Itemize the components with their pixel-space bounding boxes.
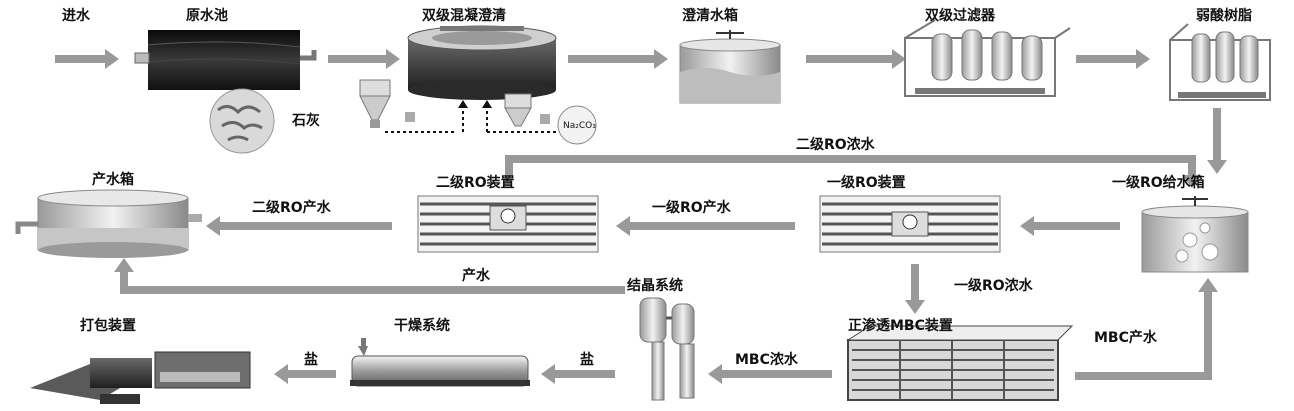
label-filter: 双级过滤器 [925, 8, 995, 24]
label-packaging: 打包装置 [80, 318, 136, 334]
raw-pool-image [134, 30, 317, 90]
label-fo-mbc: 正渗透MBC装置 [848, 318, 953, 334]
arrow-resin-to-feed-tank [1207, 108, 1227, 174]
coagulation-clarifier-image [407, 25, 557, 100]
arrow-feed-tank-to-ro1 [1020, 216, 1120, 236]
drying-system-image [350, 338, 530, 387]
packaging-device-image [30, 351, 251, 404]
label-mbc-product: MBC产水 [1094, 330, 1157, 346]
crystallization-image [639, 297, 695, 401]
fo-mbc-unit-image [846, 325, 1074, 401]
label-clear-tank: 澄清水箱 [682, 8, 738, 24]
label-product-water: 产水 [462, 268, 490, 284]
label-soda: Na₂CO₃ [563, 121, 596, 131]
label-lime: 石灰 [292, 113, 320, 129]
arrow-mbc-to-crystal [708, 364, 832, 384]
lime-dosing-hopper [359, 79, 415, 128]
arrow-pool-to-coagulation [328, 49, 400, 69]
label-inlet: 进水 [62, 8, 90, 24]
label-ro2-unit: 二级RO装置 [436, 175, 515, 191]
product-tank-image [15, 189, 202, 258]
arrow-filter-to-resin [1076, 49, 1150, 69]
arrow-clear-tank-to-filter [806, 49, 906, 69]
soda-ash-ball [557, 105, 597, 145]
label-drying: 干燥系统 [394, 318, 450, 334]
label-ro1-feed-tank: 一级RO给水箱 [1112, 175, 1205, 191]
ro2-unit-image [417, 195, 599, 253]
clear-water-tank-image [679, 30, 781, 104]
arrow-mbc-product-return [1075, 278, 1218, 380]
label-resin: 弱酸树脂 [1196, 8, 1252, 24]
arrow-ro2-to-product-tank [206, 216, 392, 236]
label-salt-2: 盐 [580, 352, 594, 368]
label-coagulation: 双级混凝澄清 [422, 8, 506, 24]
weak-acid-resin-image [1169, 23, 1271, 101]
soda-dosing-hopper [504, 93, 550, 127]
arrow-drying-to-packaging [274, 364, 336, 384]
label-ro1-concentrate: 一级RO浓水 [954, 278, 1033, 294]
arrow-crystal-to-drying [541, 364, 615, 384]
label-salt-1: 盐 [304, 352, 318, 368]
label-mbc-concentrate: MBC浓水 [735, 352, 798, 368]
ro1-feed-tank-image [1141, 196, 1249, 273]
double-filter-image [904, 19, 1071, 97]
arrow-product-water-return [114, 258, 625, 294]
ro1-unit-image [819, 195, 1001, 253]
label-ro2-product: 二级RO产水 [252, 200, 331, 216]
lime-image [209, 88, 275, 154]
arrow-coagulation-to-clear-tank [568, 49, 668, 69]
dosing-lines [385, 100, 560, 133]
arrow-inlet-to-pool [55, 49, 119, 69]
arrow-ro1-to-ro2 [616, 216, 795, 236]
arrow-ro2-concentrate-return [505, 155, 1202, 188]
label-crystallization: 结晶系统 [627, 278, 683, 294]
label-ro1-unit: 一级RO装置 [827, 175, 906, 191]
label-ro1-product: 一级RO产水 [652, 200, 731, 216]
label-product-tank: 产水箱 [92, 172, 134, 188]
label-raw-pool: 原水池 [186, 8, 228, 24]
label-ro2-concentrate: 二级RO浓水 [796, 137, 875, 153]
arrow-ro1-concentrate-down [905, 264, 925, 314]
